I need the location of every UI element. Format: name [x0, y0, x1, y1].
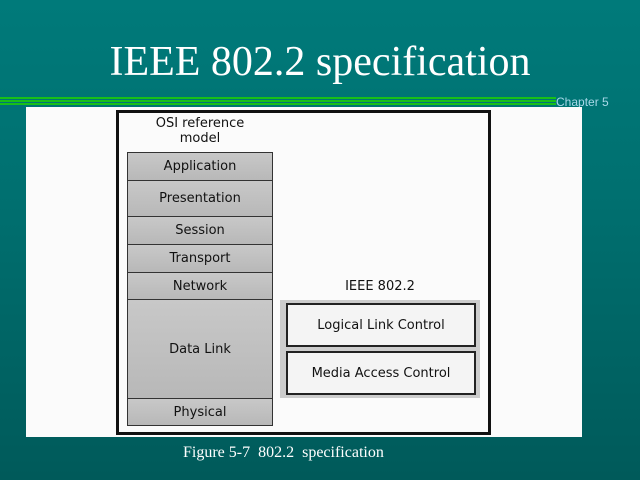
osi-layer-physical: Physical: [127, 398, 273, 426]
osi-layer-network: Network: [127, 272, 273, 300]
diagram-frame: [116, 110, 491, 435]
osi-layer-application: Application: [127, 152, 273, 181]
divider-line: [0, 97, 556, 99]
chapter-label: Chapter 5: [556, 95, 609, 109]
ieee-title: IEEE 802.2: [345, 279, 415, 294]
divider-line: [0, 100, 556, 102]
figure-caption: Figure 5-7 802.2 specification: [183, 444, 384, 461]
osi-layer-data-link: Data Link: [127, 299, 273, 399]
osi-layer-session: Session: [127, 216, 273, 245]
llc-sublayer: Logical Link Control: [286, 303, 476, 347]
osi-title-line1: OSI reference: [155, 116, 245, 131]
osi-layer-presentation: Presentation: [127, 180, 273, 217]
divider-line: [0, 103, 556, 105]
osi-layer-transport: Transport: [127, 244, 273, 273]
osi-title: OSI reference model: [127, 116, 273, 146]
osi-title-line2: model: [179, 131, 221, 146]
slide-title: IEEE 802.2 specification: [109, 39, 531, 85]
mac-sublayer: Media Access Control: [286, 351, 476, 395]
